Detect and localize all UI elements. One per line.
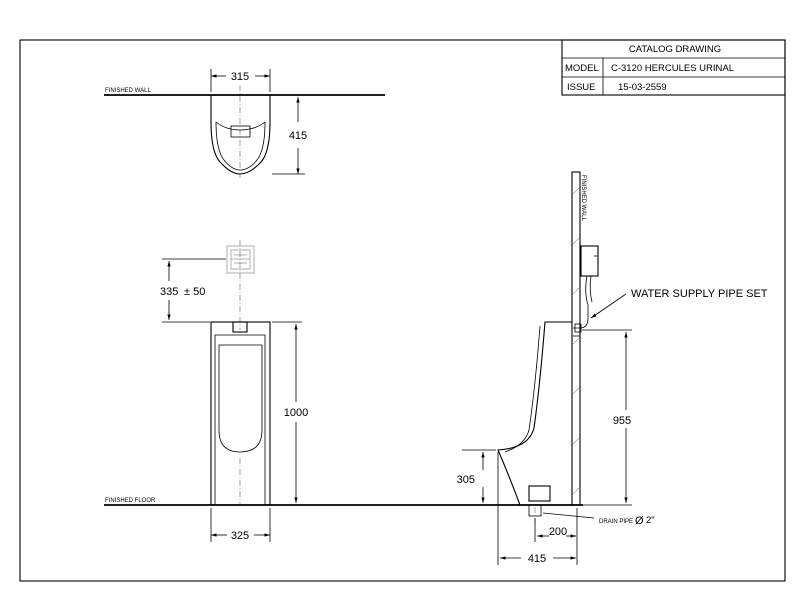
title-block: CATALOG DRAWING MODEL C-3120 HERCULES UR… xyxy=(561,39,786,96)
supply-pipe xyxy=(573,275,589,329)
top-view: FINISHED WALL 315 415 xyxy=(104,69,385,178)
flush-valve-box xyxy=(580,245,599,277)
urinal-front-outline xyxy=(210,321,271,506)
drain-diameter-symbol: Ø xyxy=(635,515,644,527)
model-value: C-3120 HERCULES URINAL xyxy=(611,63,734,74)
issue-value: 15-03-2559 xyxy=(618,82,667,93)
inlet-box xyxy=(226,245,255,274)
front-view: 335 ± 50 1000 325 xyxy=(160,240,308,542)
dim-side-depth: 415 xyxy=(528,553,546,565)
sheet-border xyxy=(19,39,786,582)
side-view: FINISHED WALL WATER SUPPLY PIPE SET 955 … xyxy=(457,171,768,565)
dim-top-width: 315 xyxy=(231,71,249,83)
urinal-side-outline xyxy=(497,321,572,506)
dim-height: 1000 xyxy=(284,407,308,419)
dim-front-width: 325 xyxy=(231,530,249,542)
model-label: MODEL xyxy=(565,63,599,74)
dim-inlet-height: 335 xyxy=(160,286,178,298)
urinal-top-outline xyxy=(210,95,271,175)
dim-inlet-tolerance: ± 50 xyxy=(184,286,205,298)
water-supply-label: WATER SUPPLY PIPE SET xyxy=(631,288,768,300)
finished-floor-label: FINISHED FLOOR xyxy=(105,498,156,504)
issue-label: ISSUE xyxy=(567,82,596,93)
dim-inlet-side-height: 955 xyxy=(613,415,631,427)
drain-size: 2" xyxy=(646,515,655,526)
side-access-panel xyxy=(528,485,551,502)
drain-pipe-label: DRAIN PIPE xyxy=(599,519,633,525)
dim-lip-height: 305 xyxy=(457,474,475,486)
finished-wall-top-label: FINISHED WALL xyxy=(105,88,151,94)
dim-top-depth: 415 xyxy=(289,130,307,142)
title-heading: CATALOG DRAWING xyxy=(629,44,721,55)
finished-wall-side xyxy=(571,171,581,506)
wall-hatching xyxy=(571,186,581,496)
dim-drain-offset: 200 xyxy=(549,526,567,538)
finished-wall-side-label: FINISHED WALL xyxy=(580,175,586,221)
